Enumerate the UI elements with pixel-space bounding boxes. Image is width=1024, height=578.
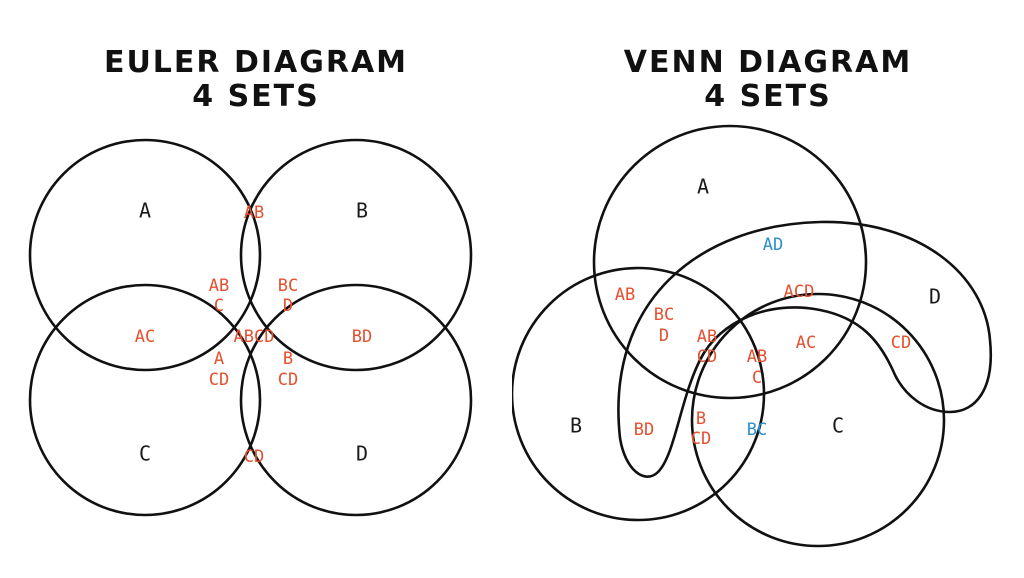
- euler-region-cd: CD: [244, 447, 264, 467]
- venn-set-a-circle: [592, 124, 868, 400]
- venn-region-abc-line1: AB: [747, 347, 767, 367]
- venn-region-bcd-line2: CD: [691, 429, 711, 449]
- venn-set-a-label: A: [697, 175, 709, 199]
- euler-set-a-circle: [28, 138, 262, 372]
- euler-region-bcd-bottom-line1: B: [283, 349, 293, 369]
- venn-region-bd: BD: [634, 420, 654, 440]
- venn-set-d-shape: [617, 220, 993, 478]
- euler-set-c-label: C: [139, 442, 151, 466]
- venn-diagram-svg: A B C D AD ACD AC CD AB BC D AB CD AB C …: [512, 124, 993, 548]
- venn-region-cd: CD: [891, 333, 911, 353]
- venn-set-c-circle: [690, 292, 946, 548]
- euler-title-line1: EULER DIAGRAM: [103, 45, 409, 80]
- euler-diagram-svg: A B C D AB AC BD CD AB C BC D A CD B CD …: [28, 138, 473, 517]
- venn-region-bc: BC: [747, 420, 767, 440]
- euler-region-bcd-bottom-line2: CD: [278, 370, 298, 390]
- euler-set-d-circle: [239, 283, 473, 517]
- venn-diagram-panel: VENN DIAGRAM 4 SETS A B C D AD ACD AC CD…: [512, 0, 1024, 578]
- euler-region-acd-line1: A: [214, 349, 224, 369]
- venn-region-ab: AB: [615, 285, 635, 305]
- euler-region-bd: BD: [352, 327, 372, 347]
- euler-set-d-label: D: [356, 442, 368, 466]
- venn-region-abd-line1: BC: [654, 305, 674, 325]
- venn-title-line1: VENN DIAGRAM: [623, 45, 913, 80]
- venn-set-d-label: D: [929, 285, 941, 309]
- euler-region-ac: AC: [135, 327, 155, 347]
- euler-title-line2: 4 SETS: [192, 79, 320, 114]
- venn-set-c-label: C: [832, 414, 844, 438]
- euler-region-abcd: ABCD: [234, 327, 275, 347]
- euler-region-bcd-top-line2: D: [283, 296, 293, 316]
- euler-region-abc-line2: C: [214, 296, 224, 316]
- venn-region-abc-line2: C: [752, 368, 762, 388]
- venn-region-abcd-line2: CD: [697, 347, 717, 367]
- euler-region-abc-line1: AB: [209, 276, 229, 296]
- venn-set-b-label: B: [570, 414, 582, 438]
- venn-region-acd: ACD: [784, 282, 815, 302]
- euler-region-acd-line2: CD: [209, 370, 229, 390]
- venn-region-abd-line2: D: [659, 326, 669, 346]
- venn-title-line2: 4 SETS: [704, 79, 832, 114]
- euler-set-b-label: B: [356, 199, 368, 223]
- euler-set-b-circle: [239, 138, 473, 372]
- venn-region-ac: AC: [796, 333, 816, 353]
- euler-set-a-label: A: [139, 199, 151, 223]
- euler-region-ab: AB: [244, 203, 264, 223]
- venn-region-ad: AD: [763, 235, 783, 255]
- venn-set-b-circle: [512, 266, 766, 522]
- euler-region-bcd-top-line1: BC: [278, 276, 298, 296]
- venn-region-abcd-line1: AB: [697, 327, 717, 347]
- euler-set-c-circle: [28, 283, 262, 517]
- venn-region-bcd-line1: B: [696, 409, 706, 429]
- euler-diagram-panel: EULER DIAGRAM 4 SETS A B C D AB AC BD CD…: [28, 45, 473, 517]
